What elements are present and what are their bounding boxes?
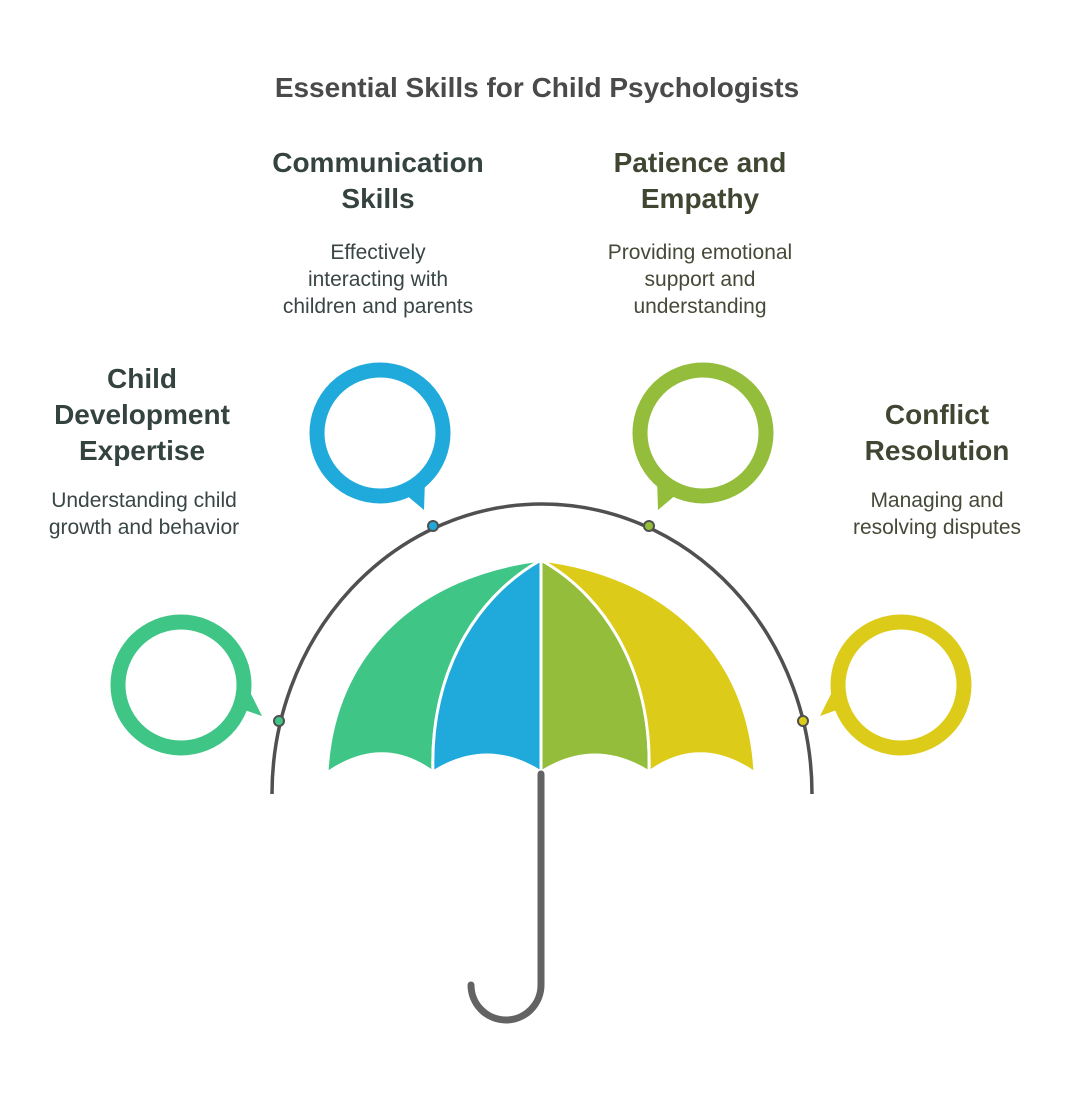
heading-line: Empathy (640, 183, 760, 214)
bubble-child-development (110, 614, 262, 756)
heading-line: Child (107, 363, 177, 394)
canopy-panel-conflict (539, 558, 757, 775)
description-line: growth and behavior (48, 516, 240, 539)
description-line: Effectively (330, 241, 426, 264)
description-line: Managing and (870, 489, 1004, 512)
description-line: children and parents (282, 295, 474, 318)
skill-description-communication: Effectively interacting with children an… (228, 239, 528, 320)
diagram-title: Essential Skills for Child Psychologists (274, 72, 800, 103)
skill-heading-child-development: Child Development Expertise (0, 361, 284, 469)
bubble-communication (309, 362, 451, 510)
outer-arc (270, 502, 814, 795)
skill-heading-patience: Patience and Empathy (550, 145, 850, 217)
heading-line: Expertise (78, 435, 206, 466)
bubble-patience (632, 362, 774, 510)
skill-heading-communication: Communication Skills (228, 145, 528, 217)
heading-line: Communication (272, 147, 484, 178)
description-line: interacting with (307, 268, 449, 291)
heading-line: Patience and (613, 147, 787, 178)
bubble-conflict (820, 614, 972, 756)
heading-line: Skills (341, 183, 415, 214)
description-line: Understanding child (51, 489, 237, 512)
arc-dot-child-development (273, 715, 285, 727)
heading-line: Resolution (864, 435, 1010, 466)
arc-dot-patience (643, 520, 655, 532)
umbrella-canopy (325, 558, 757, 775)
heading-line: Development (54, 399, 230, 430)
skill-description-child-development: Understanding child growth and behavior (0, 487, 288, 541)
skill-description-conflict: Managing and resolving disputes (800, 487, 1074, 541)
description-line: Providing emotional (607, 241, 793, 264)
arc-dot-communication (427, 520, 439, 532)
description-line: support and (644, 268, 756, 291)
description-line: resolving disputes (852, 516, 1022, 539)
description-line: understanding (633, 295, 767, 318)
arc-dot-conflict (797, 715, 809, 727)
canopy-panel-communication (431, 558, 543, 774)
umbrella-handle (467, 770, 545, 1024)
skill-description-patience: Providing emotional support and understa… (550, 239, 850, 320)
skill-heading-conflict: Conflict Resolution (800, 397, 1074, 469)
heading-line: Conflict (884, 399, 990, 430)
